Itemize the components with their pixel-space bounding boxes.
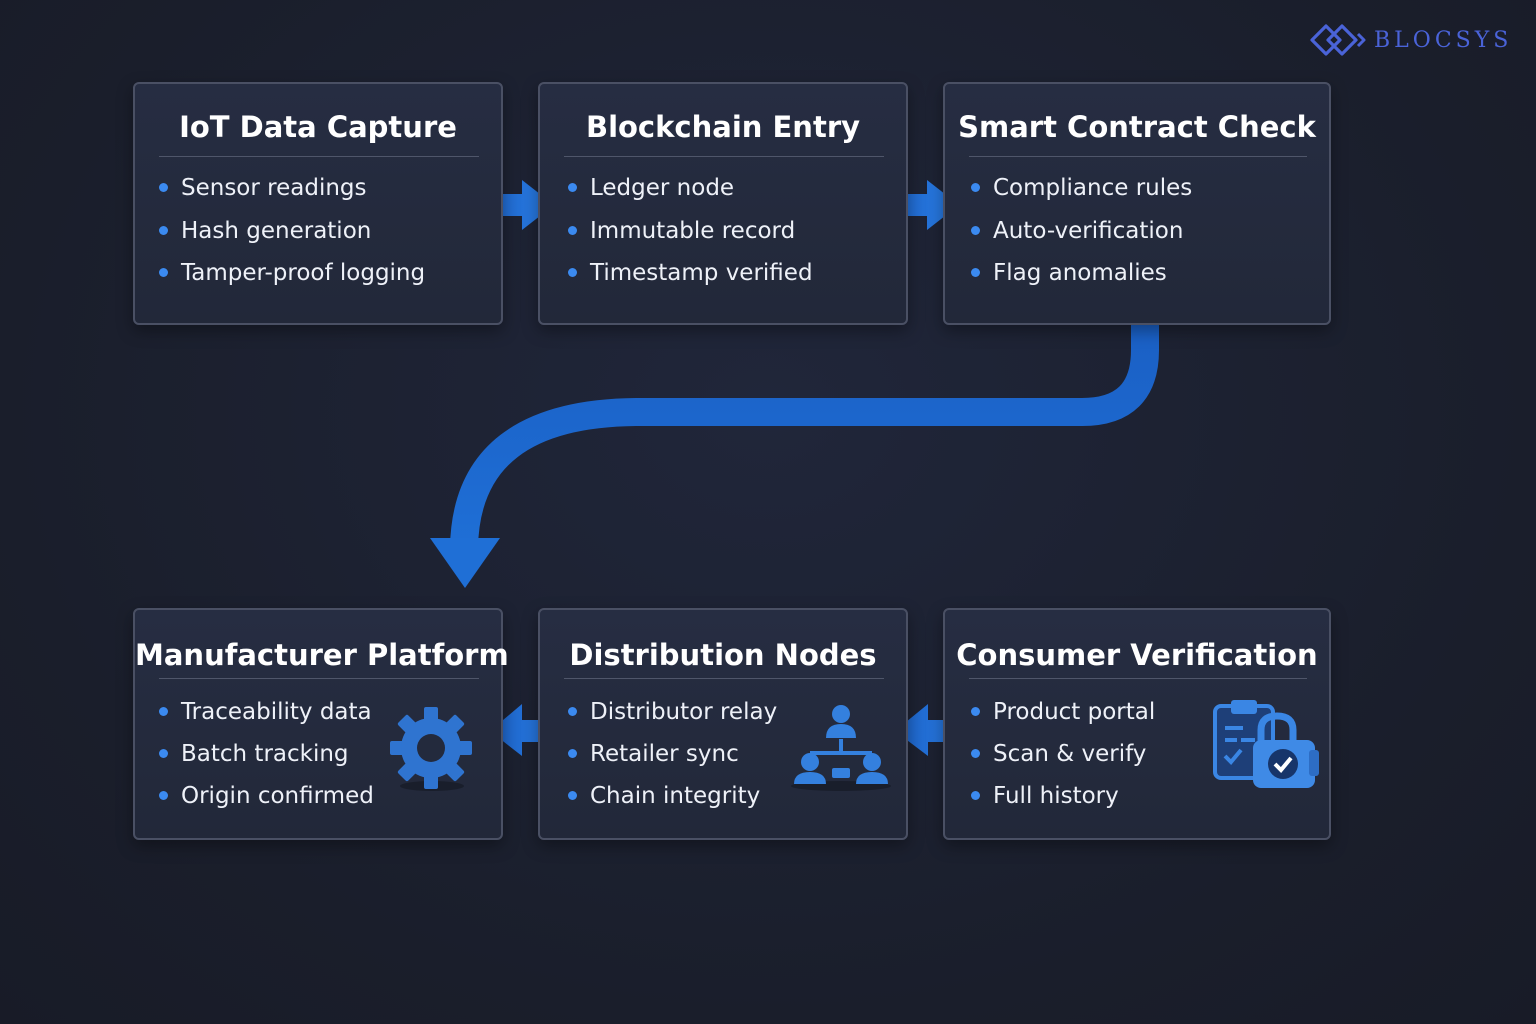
step-card-blockchain-entry: Blockchain Entry Ledger node Immutable r…: [538, 82, 908, 325]
brand-logo: BLOCSYS: [1308, 18, 1512, 62]
step-item: Scan & verify: [970, 740, 1155, 782]
title-divider: [564, 156, 884, 157]
step-items: Distributor relay Retailer sync Chain in…: [567, 698, 777, 824]
clipboard-lock-icon: [1213, 700, 1319, 788]
step-item: Origin confirmed: [159, 782, 374, 824]
step-title: Manufacturer Platform: [135, 638, 509, 672]
step-item: Timestamp verified: [568, 259, 813, 302]
step-items: Compliance rules Auto-verification Flag …: [970, 174, 1192, 302]
step-item: Flag anomalies: [970, 259, 1192, 302]
step-title: Consumer Verification: [956, 638, 1318, 672]
step-item: Batch tracking: [159, 740, 374, 782]
title-divider: [159, 678, 479, 679]
step-card-distribution-nodes: Distribution Nodes Distributor relay Ret…: [538, 608, 908, 840]
step-items: Traceability data Batch tracking Origin …: [159, 698, 374, 824]
title-divider: [159, 156, 479, 157]
step-items: Product portal Scan & verify Full histor…: [970, 698, 1155, 824]
logo-text: BLOCSYS: [1374, 27, 1513, 53]
step-card-iot-data-capture: IoT Data Capture Sensor readings Hash ge…: [133, 82, 503, 325]
step-item: Product portal: [970, 698, 1155, 740]
title-divider: [564, 678, 884, 679]
step-items: Sensor readings Hash generation Tamper-p…: [158, 174, 425, 302]
step-title: IoT Data Capture: [179, 110, 457, 144]
step-card-smart-contract-check: Smart Contract Check Compliance rules Au…: [943, 82, 1331, 325]
title-divider: [969, 678, 1307, 679]
step-item: Traceability data: [159, 698, 374, 740]
step-title: Distribution Nodes: [569, 638, 877, 672]
step-items: Ledger node Immutable record Timestamp v…: [568, 174, 813, 302]
title-divider: [969, 156, 1307, 157]
step-item: Hash generation: [158, 217, 425, 260]
step-card-manufacturer-platform: Manufacturer Platform Traceability data …: [133, 608, 509, 840]
step-item: Compliance rules: [970, 174, 1192, 217]
step-item: Sensor readings: [158, 174, 425, 217]
arrow-right-1: [480, 180, 554, 230]
step-item: Retailer sync: [567, 740, 777, 782]
step-item: Distributor relay: [567, 698, 777, 740]
arrow-right-2: [885, 180, 959, 230]
diamond-logo-icon: [1310, 24, 1366, 56]
arrow-left-1: [490, 704, 564, 756]
step-item: Tamper-proof logging: [158, 259, 425, 302]
step-item: Full history: [970, 782, 1155, 824]
step-item: Chain integrity: [567, 782, 777, 824]
step-item: Ledger node: [568, 174, 813, 217]
gear-icon: [390, 707, 472, 791]
step-item: Auto-verification: [970, 217, 1192, 260]
step-title: Smart Contract Check: [958, 110, 1316, 144]
step-item: Immutable record: [568, 217, 813, 260]
arrow-left-2: [895, 704, 970, 756]
step-title: Blockchain Entry: [585, 110, 861, 144]
step-card-consumer-verification: Consumer Verification Product portal Sca…: [943, 608, 1331, 840]
arrow-curve-head: [430, 538, 500, 588]
network-people-icon: [791, 705, 891, 791]
arrow-curve-down: [450, 320, 1159, 549]
